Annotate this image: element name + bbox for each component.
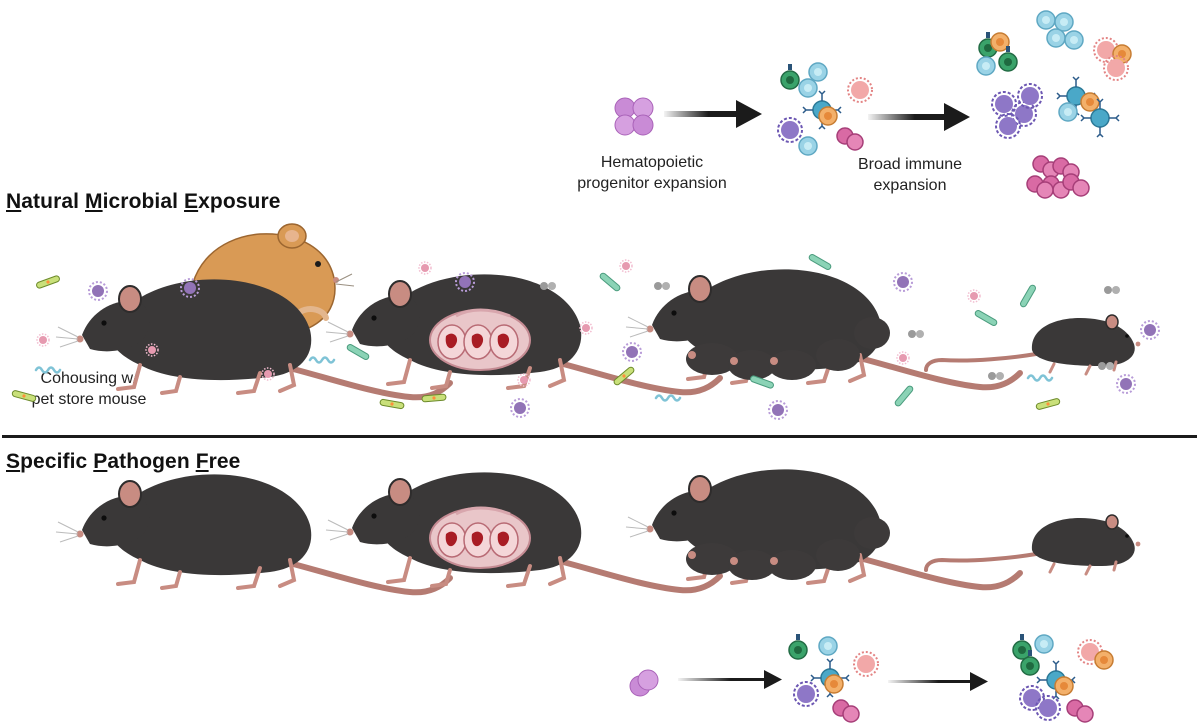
arrow-bottom-2 [888,672,988,691]
immune-cells-top-2 [976,10,1132,199]
nme-mouse-with-pups [626,269,1020,387]
spf-title-part-1: Specific [6,450,94,473]
spf-title-part-2: Pathogen [93,450,196,473]
immune-cells-bottom-2 [1012,633,1114,723]
progenitor-cells-top [614,97,654,136]
immune-cells-top-1 [777,62,873,156]
spf-title: Specific Pathogen Free [6,450,240,474]
nme-title-part-1: Natural [6,190,85,213]
arrow-top-2 [868,103,970,131]
broad-immune-label: Broad immune expansion [857,156,963,194]
immune-cells-bottom-1 [788,633,879,723]
arrow-top-1 [664,100,762,128]
hematopoietic-label: Hematopoietic progenitor expansion [577,154,727,192]
cohousing-label: Cohousing w/ pet store mouse [31,370,147,408]
section-divider [2,435,1197,438]
spf-mouse-with-pups [626,469,1020,587]
arrow-bottom-1 [678,670,782,689]
progenitor-cells-bottom [629,669,659,697]
nme-title-part-3: Exposure [184,190,281,213]
spf-mouse-young [924,513,1143,576]
nme-title-part-2: Microbial [85,190,185,213]
spf-title-part-3: Free [195,450,241,473]
nme-title: Natural Microbial Exposure [6,190,281,214]
